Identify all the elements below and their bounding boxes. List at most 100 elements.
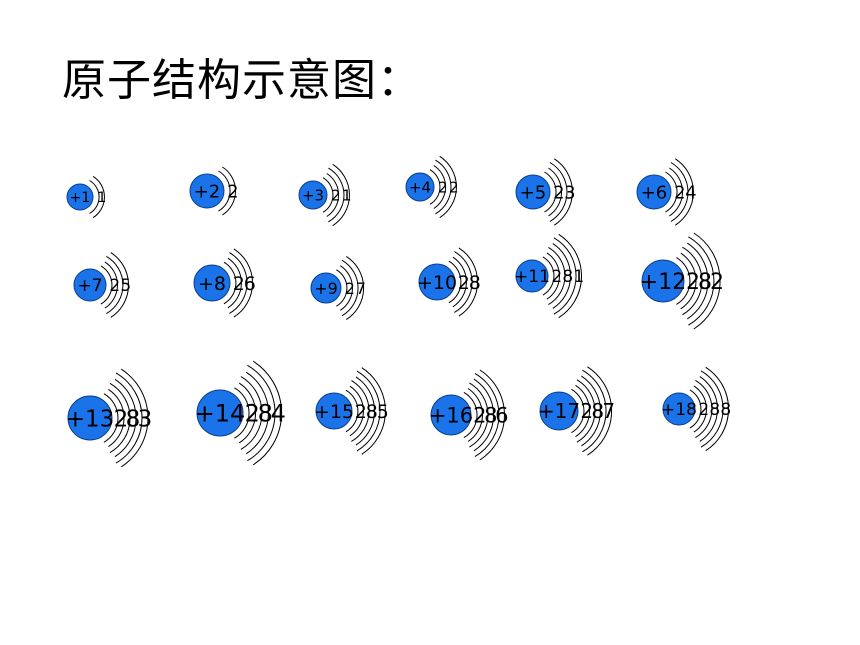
shell-electron-count: 2: [473, 404, 486, 428]
electron-shell-arc: [247, 364, 276, 462]
electron-shell-arc: [233, 248, 254, 318]
electron-shell-arc: [548, 167, 562, 217]
shell-electron-count: 2: [233, 273, 245, 295]
electron-shell-arc: [227, 257, 242, 309]
electron-shell-arc: [581, 375, 601, 447]
atom-diagram: +8 26: [193, 248, 256, 318]
shell-electron-count: 2: [674, 182, 685, 203]
electron-shell-arc: [121, 368, 149, 468]
electron-shell-arc: [682, 246, 703, 316]
shell-electron-count: 2: [449, 178, 459, 196]
electron-shell-arc: [355, 376, 376, 446]
nucleus-circle: [66, 183, 94, 211]
shell-electron-count: 3: [138, 406, 153, 432]
shell-electron-count: 2: [686, 270, 700, 295]
shell-electron-count: 5: [377, 401, 389, 423]
shell-electron-count: 2: [227, 181, 238, 202]
shell-electron-count: 1: [342, 186, 352, 204]
electron-shell-arc: [341, 259, 359, 317]
electron-shell-arc: [223, 261, 237, 305]
electron-shell-arc: [695, 379, 713, 439]
electron-shell-arc: [544, 171, 557, 213]
shell-electron-count: 4: [685, 182, 696, 203]
shell-electron-count: 6: [244, 273, 256, 295]
electron-shell-arc: [100, 265, 113, 305]
nuclear-charge-label: +15: [314, 401, 354, 423]
shell-electron-count: 8: [698, 270, 712, 295]
shell-electron-count: 2: [698, 400, 709, 420]
electron-shell-arc: [558, 233, 582, 319]
nucleus-circle: [641, 259, 685, 303]
electron-shell-arc: [474, 372, 500, 458]
electron-shell-arc: [454, 251, 473, 313]
electron-shell-arc: [670, 162, 689, 222]
electron-shell-arc: [336, 269, 348, 307]
electron-shell-arc: [114, 378, 137, 458]
nucleus-circle: [636, 174, 672, 210]
electron-shell-arc: [340, 265, 353, 311]
electron-shell-arc: [669, 167, 683, 217]
shell-electron-count: 2: [438, 178, 448, 196]
electron-shell-arc: [680, 252, 697, 310]
electron-shell-arc: [571, 388, 585, 434]
nucleus-circle: [430, 394, 472, 436]
electron-shell-arc: [687, 242, 709, 320]
shell-electron-count: 2: [355, 401, 367, 423]
nucleus-circle: [298, 180, 328, 210]
electron-shell-arc: [553, 237, 577, 315]
shell-electron-count: 5: [120, 276, 131, 296]
nucleus-circle: [310, 272, 342, 304]
electron-shell-arc: [676, 257, 691, 305]
electron-shell-arc: [582, 369, 607, 453]
shell-electron-count: 1: [97, 190, 106, 206]
electron-shell-arc: [675, 158, 694, 226]
electron-shell-arc: [238, 382, 256, 444]
electron-shell-arc: [349, 385, 364, 437]
shell-electron-count: 1: [573, 267, 584, 287]
nuclear-charge-label: +4: [409, 178, 431, 196]
nuclear-charge-label: +8: [198, 273, 226, 295]
shell-electron-count: 8: [484, 404, 497, 428]
electron-shell-arc: [552, 243, 571, 309]
electron-shell-arc: [665, 171, 678, 213]
nucleus-circle: [73, 268, 107, 302]
electron-shell-arc: [351, 380, 370, 442]
nuclear-charge-label: +11: [514, 267, 550, 287]
electron-shell-arc: [688, 236, 715, 326]
nucleus-circle: [315, 392, 353, 430]
shell-electron-count: 2: [345, 279, 355, 298]
shell-electron-count: 8: [562, 267, 573, 287]
nucleus-circle: [662, 392, 696, 426]
electron-shell-arc: [252, 360, 282, 466]
electron-shell-arc: [361, 367, 386, 455]
electron-shell-arc: [245, 371, 269, 455]
electron-shell-arc: [332, 163, 350, 227]
electron-shell-arc: [103, 393, 119, 443]
shell-electron-count: 2: [580, 399, 593, 423]
nucleus-circle: [539, 391, 579, 431]
nuclear-charge-label: +13: [66, 406, 115, 432]
shell-electron-count: 6: [495, 404, 508, 428]
nuclear-charge-label: +10: [417, 272, 457, 294]
nucleus-circle: [193, 264, 231, 302]
shell-electron-count: 3: [564, 182, 575, 203]
electron-shell-arc: [234, 387, 250, 439]
electron-shell-arc: [554, 158, 573, 226]
nucleus-circle: [515, 174, 551, 210]
electron-shell-arc: [693, 385, 707, 433]
shell-electron-count: 2: [331, 186, 341, 204]
